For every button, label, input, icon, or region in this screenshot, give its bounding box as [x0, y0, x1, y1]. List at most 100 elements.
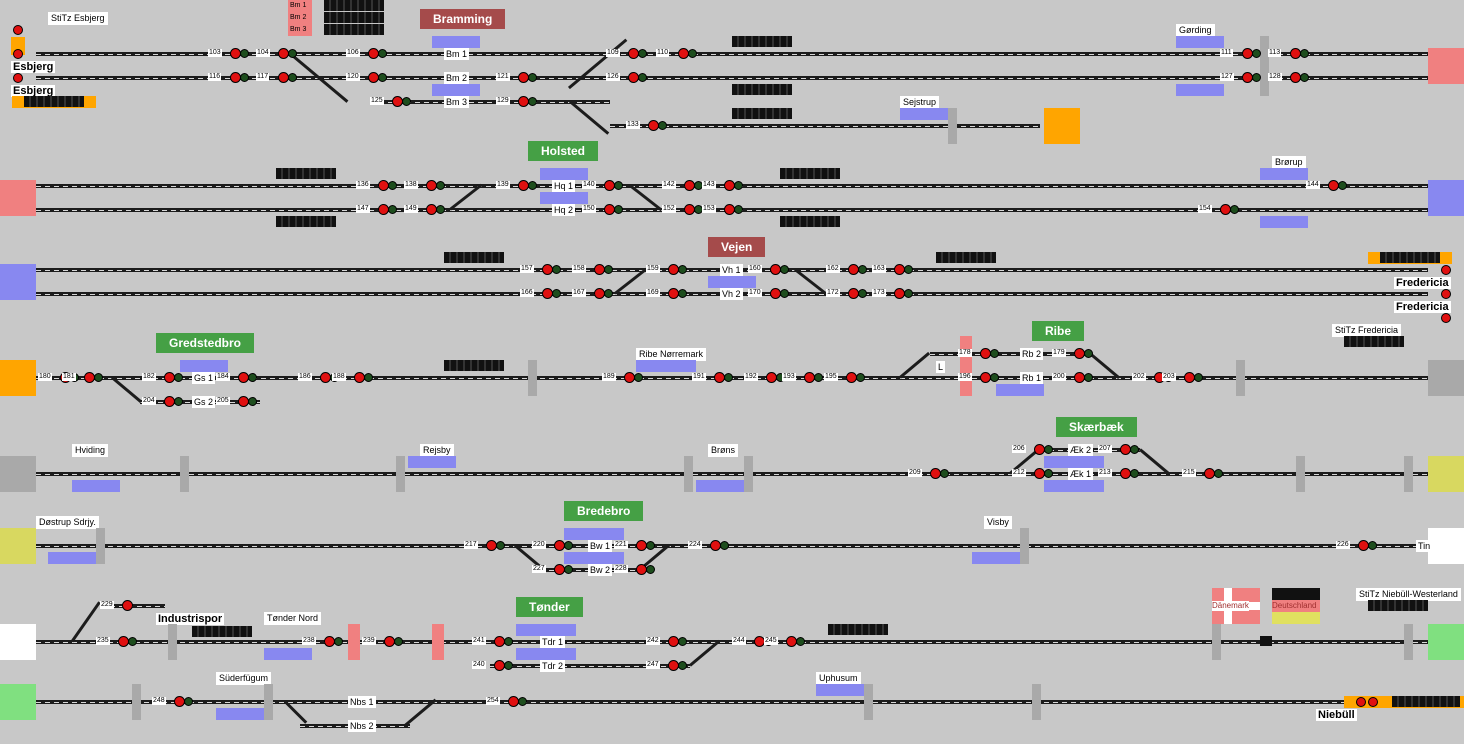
signal-173[interactable]	[886, 286, 916, 300]
signal-193[interactable]	[796, 370, 826, 384]
signal-181[interactable]	[76, 370, 106, 384]
signal-144[interactable]	[1320, 178, 1350, 192]
signal-103[interactable]	[222, 46, 252, 60]
bredebro-station-name[interactable]: Bredebro	[564, 501, 644, 521]
signal-150[interactable]	[596, 202, 626, 216]
track-sejstrup[interactable]	[610, 124, 1040, 128]
signal-162[interactable]	[840, 262, 870, 276]
signal-220[interactable]	[546, 538, 576, 552]
esbjerg-lamp-1[interactable]	[13, 25, 23, 35]
signal-160[interactable]	[762, 262, 792, 276]
signal-191[interactable]	[706, 370, 736, 384]
diag-r4-b[interactable]	[899, 351, 931, 379]
signal-133[interactable]	[640, 118, 670, 132]
signal-154[interactable]	[1212, 202, 1242, 216]
signal-113[interactable]	[1282, 46, 1312, 60]
train-box-r3-1[interactable]	[444, 252, 504, 263]
fredericia-lamp-2[interactable]	[1441, 289, 1451, 299]
signal-224[interactable]	[702, 538, 732, 552]
vejen-station-name[interactable]: Vejen	[708, 237, 766, 257]
halt-brorup[interactable]: Brørup	[1272, 156, 1306, 169]
track-row8[interactable]	[36, 700, 1428, 704]
signal-189[interactable]	[616, 370, 646, 384]
train-box-r1-1[interactable]	[732, 36, 792, 47]
signal-229[interactable]	[114, 598, 144, 612]
signal-126[interactable]	[620, 70, 650, 84]
signal-167[interactable]	[586, 286, 616, 300]
train-box-r7-1[interactable]	[828, 624, 888, 635]
niebull-train-box[interactable]	[1392, 696, 1460, 707]
track-row5[interactable]	[36, 472, 1428, 476]
halt-ribe-norremark[interactable]: Ribe Nørremark	[636, 348, 707, 361]
signal-106[interactable]	[360, 46, 390, 60]
train-box-r3-2[interactable]	[936, 252, 996, 263]
track-row6[interactable]	[36, 544, 1428, 548]
track-row1-lower[interactable]	[36, 76, 1428, 80]
signal-203[interactable]	[1176, 370, 1206, 384]
row2-right-end[interactable]	[1428, 180, 1464, 216]
signal-227[interactable]	[546, 562, 576, 576]
niebull-lamp-1[interactable]	[1356, 697, 1366, 707]
signal-104[interactable]	[270, 46, 300, 60]
signal-242[interactable]	[660, 634, 690, 648]
signal-221[interactable]	[628, 538, 658, 552]
signal-213[interactable]	[1112, 466, 1142, 480]
esbjerg-lamp-3[interactable]	[13, 73, 23, 83]
signal-125[interactable]	[384, 94, 414, 108]
halt-rejsby[interactable]: Rejsby	[420, 444, 454, 457]
signal-207[interactable]	[1112, 442, 1142, 456]
signal-238[interactable]	[316, 634, 346, 648]
signal-116[interactable]	[222, 70, 252, 84]
signal-226[interactable]	[1350, 538, 1380, 552]
row2-left-end[interactable]	[0, 180, 36, 216]
stitz-niebull-label[interactable]: StiTz Niebüll-Westerland	[1356, 588, 1461, 601]
row3-left-end[interactable]	[0, 264, 36, 300]
signal-217[interactable]	[478, 538, 508, 552]
signal-248[interactable]	[166, 694, 196, 708]
signal-204[interactable]	[156, 394, 186, 408]
stitz-niebull-box[interactable]	[1368, 600, 1428, 611]
train-box-r1-3[interactable]	[732, 108, 792, 119]
signal-159[interactable]	[660, 262, 690, 276]
signal-158[interactable]	[586, 262, 616, 276]
signal-209[interactable]	[922, 466, 952, 480]
signal-178[interactable]	[972, 346, 1002, 360]
signal-149[interactable]	[418, 202, 448, 216]
signal-138[interactable]	[418, 178, 448, 192]
bramming-legend-box-1[interactable]	[324, 0, 384, 11]
signal-111[interactable]	[1234, 46, 1264, 60]
skaerbaek-station-name[interactable]: Skærbæk	[1056, 417, 1137, 437]
fredericia-lamp-1[interactable]	[1441, 265, 1451, 275]
train-box-r2-1[interactable]	[276, 168, 336, 179]
halt-dostrup[interactable]: Døstrup Sdrjy.	[36, 516, 99, 529]
train-box-r1-2[interactable]	[732, 84, 792, 95]
signal-121[interactable]	[510, 70, 540, 84]
signal-166[interactable]	[534, 286, 564, 300]
row7-left-end[interactable]	[0, 624, 36, 660]
halt-gording[interactable]: Gørding	[1176, 24, 1215, 37]
signal-247[interactable]	[660, 658, 690, 672]
stitz-fredericia-label[interactable]: StiTz Fredericia	[1332, 324, 1402, 337]
holsted-station-name[interactable]: Holsted	[528, 141, 599, 161]
row1-right-end[interactable]	[1428, 48, 1464, 84]
row4-left-end[interactable]	[0, 360, 36, 396]
signal-205[interactable]	[230, 394, 260, 408]
signal-170[interactable]	[762, 286, 792, 300]
halt-brons[interactable]: Brøns	[708, 444, 739, 457]
esbjerg-lamp-2[interactable]	[13, 49, 23, 59]
signal-215[interactable]	[1196, 466, 1226, 480]
signal-241[interactable]	[486, 634, 516, 648]
row5-right-end[interactable]	[1428, 456, 1464, 492]
train-box-r4-1[interactable]	[444, 360, 504, 371]
halt-suderfugum[interactable]: Süderfügum	[216, 672, 272, 685]
train-box-r2-2[interactable]	[276, 216, 336, 227]
signal-184[interactable]	[230, 370, 260, 384]
track-tdr2[interactable]	[490, 664, 690, 668]
track-rb2[interactable]	[930, 352, 1090, 356]
signal-120[interactable]	[360, 70, 390, 84]
signal-200[interactable]	[1066, 370, 1096, 384]
fredericia-lamp-3[interactable]	[1441, 313, 1451, 323]
row5-left-end[interactable]	[0, 456, 36, 492]
signal-240[interactable]	[486, 658, 516, 672]
signal-143[interactable]	[716, 178, 746, 192]
